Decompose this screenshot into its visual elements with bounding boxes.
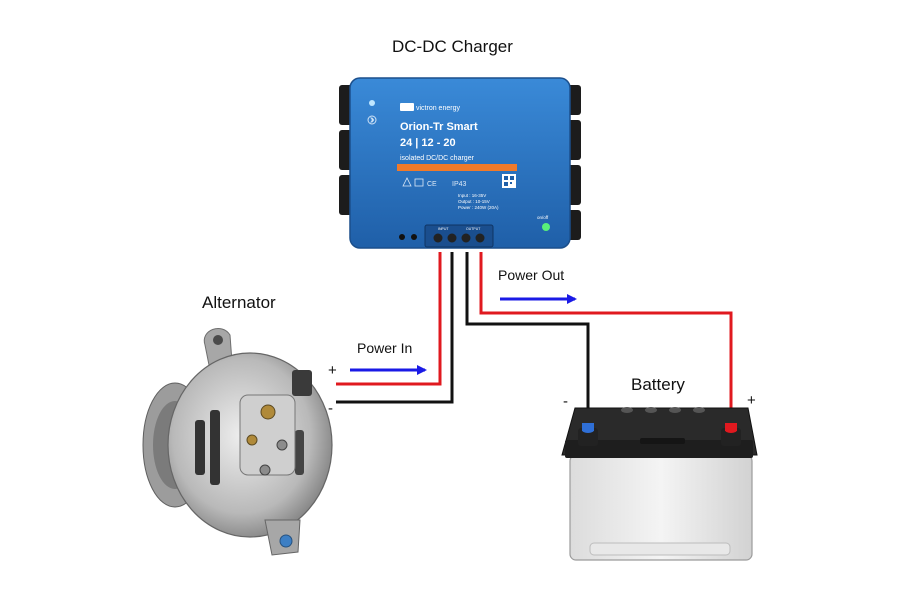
alternator-title: Alternator <box>202 293 276 312</box>
terminal-output-label: OUTPUT <box>466 227 481 231</box>
qr-code-icon <box>502 174 516 188</box>
certification-icons: CE IP43 <box>402 177 467 188</box>
bluetooth-icon <box>367 115 377 125</box>
victron-logo: victron energy <box>400 103 460 112</box>
terminal-input-label: INPUT <box>438 227 449 231</box>
svg-text:IP43: IP43 <box>452 181 467 188</box>
alternator-image <box>142 327 333 556</box>
terminal-block <box>424 224 494 248</box>
alternator-positive-label: + <box>328 362 337 379</box>
power-out-label: Power Out <box>498 267 565 283</box>
onoff-label: on/off <box>537 215 549 220</box>
spec-output: Output : 10-15V <box>458 199 490 204</box>
charger-model-rating: 24 | 12 - 20 <box>400 137 456 149</box>
charger-model-description: isolated DC/DC charger <box>400 155 475 162</box>
wire-battery-positive <box>479 252 733 430</box>
wire-alternator-negative <box>336 252 454 404</box>
battery-vent-caps <box>621 407 705 413</box>
power-led <box>542 223 550 231</box>
svg-text:victron energy: victron energy <box>416 105 460 112</box>
battery-title: Battery <box>631 375 685 394</box>
alternator-negative-label: - <box>328 400 333 417</box>
charger-orange-stripe <box>397 164 517 171</box>
spec-input: Input : 16-35V <box>458 193 486 198</box>
power-in-label: Power In <box>357 340 413 356</box>
charger-body <box>349 77 571 249</box>
battery-positive-terminal <box>721 423 741 446</box>
battery-positive-label: + <box>747 392 756 409</box>
spec-power: Power : 240W (20A) <box>458 205 499 210</box>
battery-negative-label: - <box>563 393 568 410</box>
dc-dc-charger-device: victron energy Orion-Tr Smart 24 | 12 - … <box>339 77 581 249</box>
battery-negative-terminal <box>578 423 598 446</box>
svg-text:CE: CE <box>427 181 437 188</box>
charger-title: DC-DC Charger <box>392 37 513 56</box>
battery-image <box>561 407 758 561</box>
wires <box>336 252 733 430</box>
charger-model-name: Orion-Tr Smart <box>400 121 478 133</box>
wire-alternator-positive <box>336 252 442 386</box>
wire-battery-negative <box>465 252 590 430</box>
status-led <box>369 100 375 106</box>
